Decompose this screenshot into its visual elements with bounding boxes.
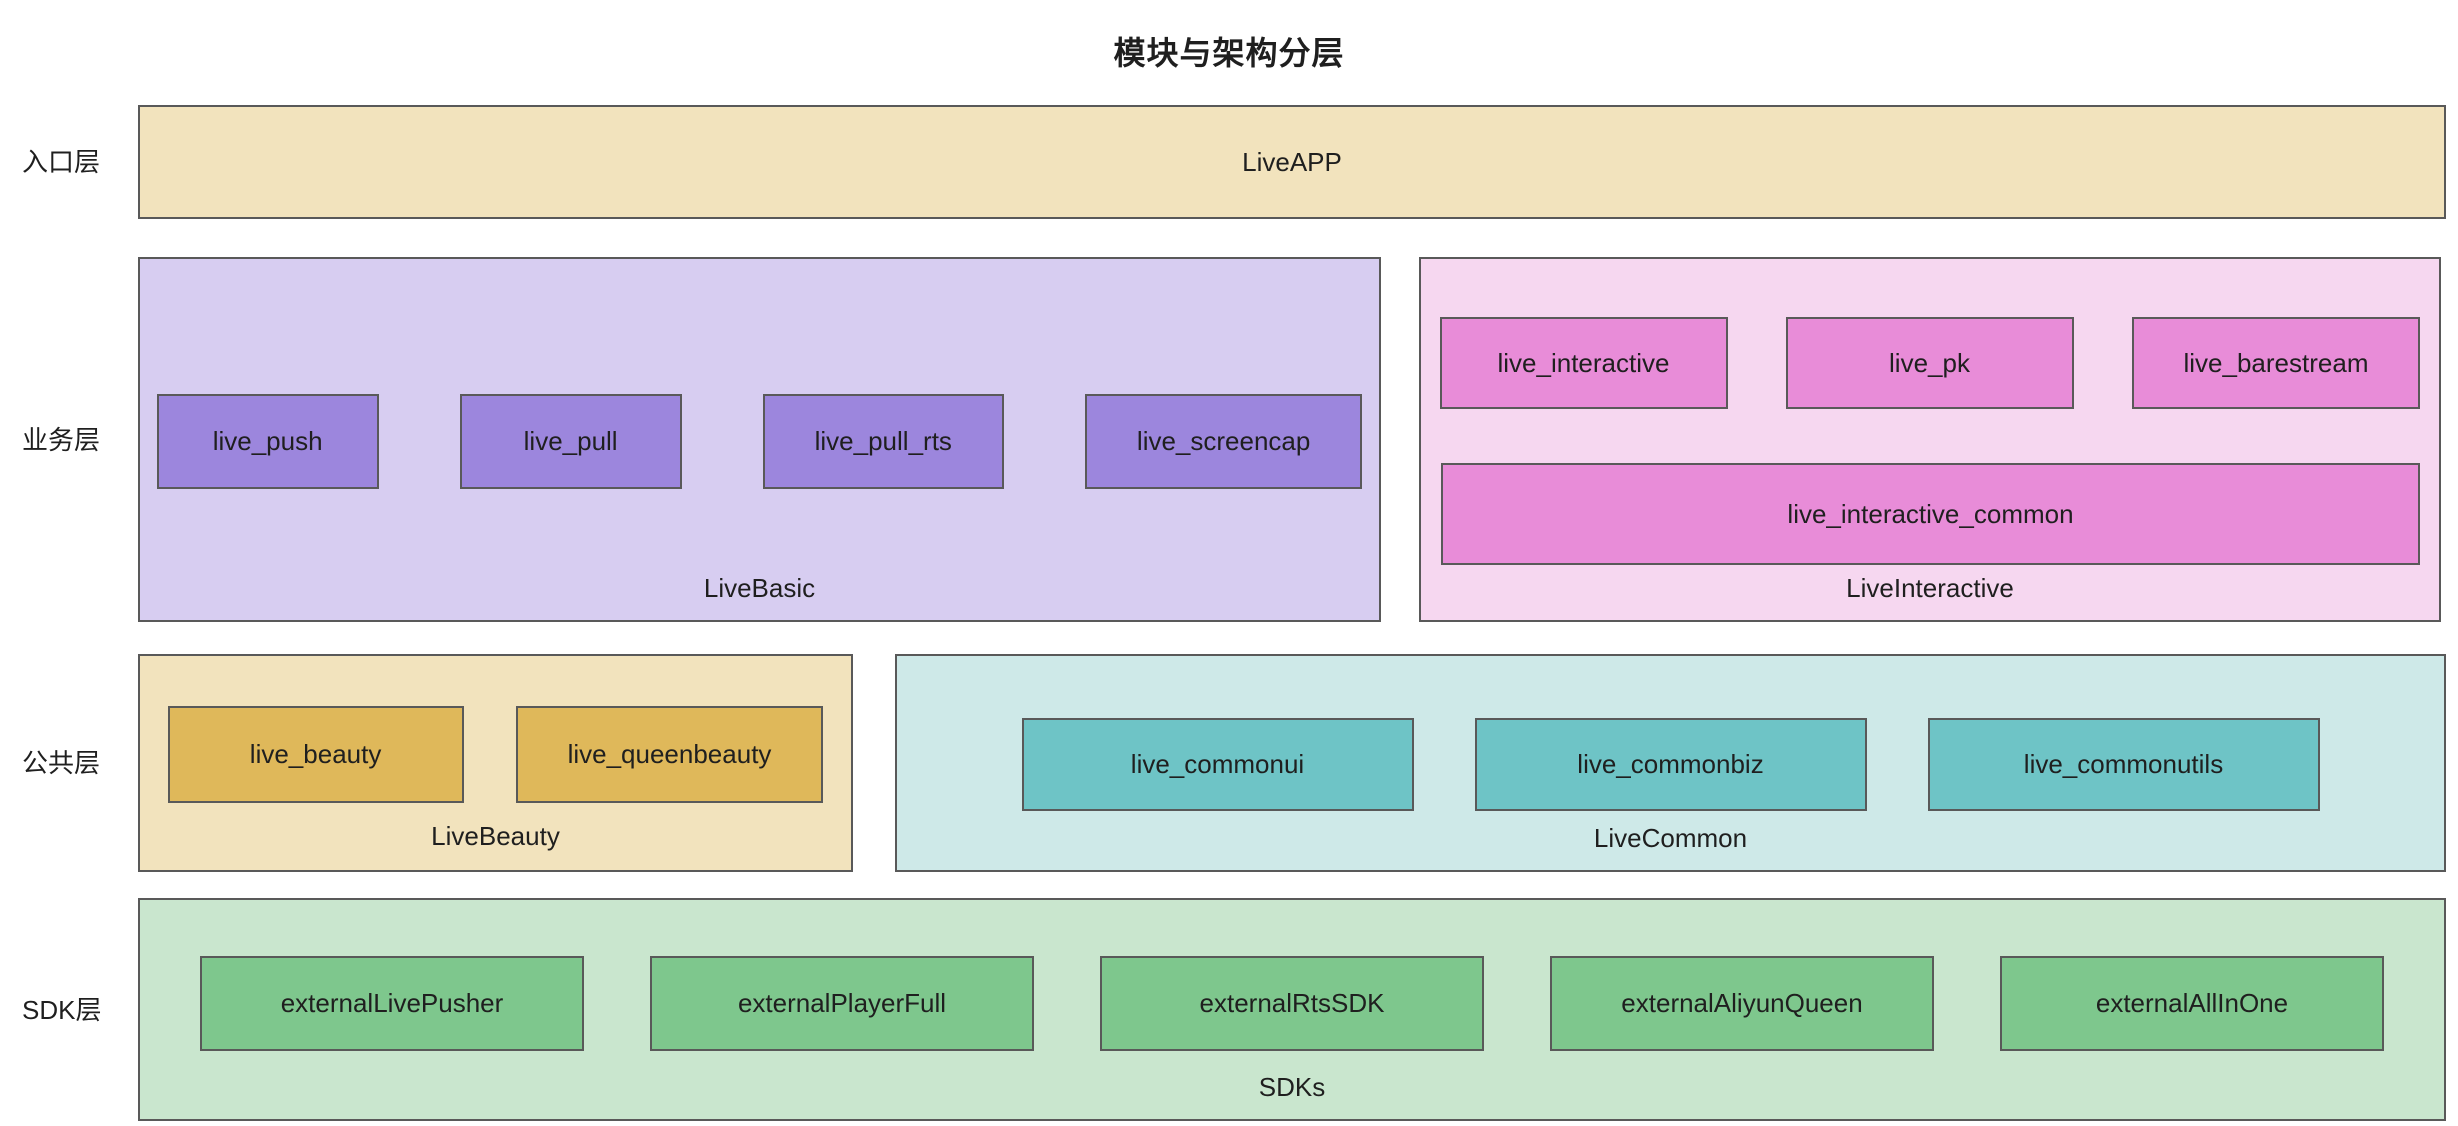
group-liveapp: LiveAPP	[138, 105, 2446, 219]
group-livebeauty: live_beauty live_queenbeauty LiveBeauty	[138, 654, 853, 872]
node-external-live-pusher: externalLivePusher	[200, 956, 584, 1051]
livecommon-module-row: live_commonui live_commonbiz live_common…	[897, 718, 2444, 811]
node-live-barestream: live_barestream	[2131, 317, 2421, 409]
node-live-pull-rts: live_pull_rts	[762, 394, 1004, 489]
row-label-business: 业务层	[22, 425, 101, 455]
node-external-player-full: externalPlayerFull	[650, 956, 1034, 1051]
node-live-commonbiz: live_commonbiz	[1474, 718, 1867, 811]
sdks-module-row: externalLivePusher externalPlayerFull ex…	[140, 956, 2444, 1051]
group-livebasic: live_push live_pull live_pull_rts live_s…	[138, 257, 1381, 622]
group-label-livecommon: LiveCommon	[1593, 823, 1748, 853]
group-label-livebasic: LiveBasic	[703, 573, 816, 603]
group-liveinteractive: live_interactive live_pk live_barestream…	[1419, 257, 2441, 622]
node-live-commonui: live_commonui	[1021, 718, 1414, 811]
liveinteractive-module-row: live_interactive live_pk live_barestream	[1421, 317, 2439, 409]
group-label-liveinteractive: LiveInteractive	[1846, 573, 2014, 603]
row-label-common: 公共层	[22, 748, 101, 778]
group-label-livebeauty: LiveBeauty	[431, 821, 560, 851]
node-live-pk: live_pk	[1785, 317, 2074, 409]
diagram-title: 模块与架构分层	[1113, 35, 1345, 71]
node-external-rts-sdk: externalRtsSDK	[1100, 956, 1484, 1051]
group-label-sdks: SDKs	[1258, 1072, 1326, 1102]
node-live-interactive: live_interactive	[1439, 317, 1728, 409]
node-live-screencap: live_screencap	[1084, 394, 1363, 489]
node-live-queenbeauty: live_queenbeauty	[515, 706, 824, 803]
row-label-sdk: SDK层	[22, 995, 102, 1025]
livebasic-module-row: live_push live_pull live_pull_rts live_s…	[140, 394, 1379, 489]
node-live-beauty: live_beauty	[167, 706, 464, 803]
node-external-aliyun-queen: externalAliyunQueen	[1550, 956, 1934, 1051]
row-label-entry: 入口层	[22, 147, 101, 177]
node-live-push: live_push	[156, 394, 379, 489]
livebeauty-module-row: live_beauty live_queenbeauty	[140, 706, 851, 803]
group-livecommon: live_commonui live_commonbiz live_common…	[895, 654, 2446, 872]
node-live-commonutils: live_commonutils	[1927, 718, 2320, 811]
node-external-all-in-one: externalAllInOne	[2000, 956, 2384, 1051]
group-sdks: externalLivePusher externalPlayerFull ex…	[138, 898, 2446, 1121]
node-live-interactive-common: live_interactive_common	[1441, 463, 2420, 565]
node-live-pull: live_pull	[459, 394, 682, 489]
